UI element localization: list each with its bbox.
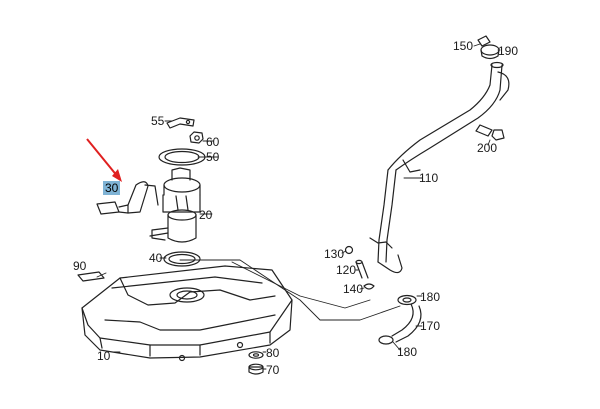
nut-60 bbox=[189, 131, 204, 144]
clamp-180-lower bbox=[378, 335, 394, 345]
hose-170 bbox=[391, 303, 422, 343]
callout-50: 50 bbox=[206, 150, 220, 164]
filler-neck-110 bbox=[369, 61, 510, 274]
level-sender-30 bbox=[96, 181, 149, 215]
callout-55: 55 bbox=[151, 114, 165, 128]
callout-20: 20 bbox=[199, 208, 213, 222]
clamp-140 bbox=[363, 283, 375, 290]
callout-200: 200 bbox=[477, 141, 498, 155]
clamp-180-upper bbox=[397, 294, 417, 306]
cap-190 bbox=[480, 44, 500, 60]
red-pointer-arrow bbox=[86, 138, 122, 182]
callout-120: 120 bbox=[336, 263, 357, 277]
callout-150: 150 bbox=[453, 39, 474, 53]
callout-40: 40 bbox=[149, 251, 163, 265]
callout-10: 10 bbox=[97, 349, 111, 363]
bracket-55 bbox=[166, 117, 195, 129]
washer-80 bbox=[248, 351, 264, 359]
callout-30: 30 bbox=[103, 181, 121, 195]
leader-lines bbox=[96, 43, 501, 370]
callout-180-upper: 180 bbox=[420, 290, 441, 304]
callout-170: 170 bbox=[420, 319, 441, 333]
callout-90: 90 bbox=[73, 259, 87, 273]
callout-110: 110 bbox=[419, 171, 439, 185]
bolt-200 bbox=[491, 129, 505, 141]
hose-120 bbox=[355, 259, 369, 279]
seal-ring-40 bbox=[163, 251, 201, 267]
callout-70: 70 bbox=[266, 363, 280, 377]
clip-130 bbox=[344, 245, 354, 255]
callout-60: 60 bbox=[206, 135, 220, 149]
flap-150 bbox=[477, 35, 491, 47]
fuel-pump-20 bbox=[144, 167, 201, 243]
pad-90 bbox=[77, 271, 105, 282]
washer-70 bbox=[248, 363, 264, 375]
callout-180-lower: 180 bbox=[397, 345, 418, 359]
callout-190: 190 bbox=[498, 44, 519, 58]
callout-130: 130 bbox=[324, 247, 345, 261]
fuel-tank bbox=[81, 265, 293, 362]
callout-80: 80 bbox=[266, 346, 280, 360]
callout-140: 140 bbox=[343, 282, 364, 296]
